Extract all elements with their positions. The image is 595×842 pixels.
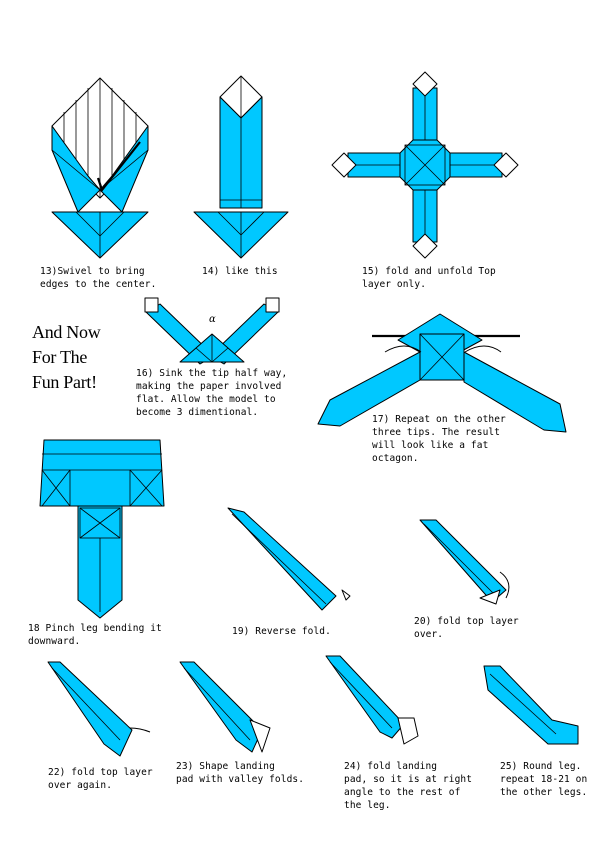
step-24-figure [325,655,419,745]
step-15-figure [331,71,519,259]
step-19-figure [227,507,351,611]
step-15-caption: 15) fold and unfold Top layer only. [362,266,496,290]
step-16-tip-marker: α [209,314,216,325]
step-16-caption: 16) Sink the tip half way, making the pa… [136,368,288,418]
step-17-caption: 17) Repeat on the other three tips. The … [372,414,506,464]
step-23-figure [179,661,271,753]
step-25-caption: 25) Round leg. repeat 18-21 on the other… [500,761,588,798]
step-16-figure [144,297,280,365]
step-18-figure [39,439,165,619]
step-23-caption: 23) Shape landing pad with valley folds. [176,761,305,785]
section-headline: And Now For The Fun Part! [32,322,101,392]
step-20-caption: 20) fold top layer over. [414,616,519,640]
step-13-caption: 13)Swivel to bring edges to the center. [40,266,157,290]
step-14-caption: 14) like this [202,266,278,277]
step-14-figure [193,75,289,259]
step-22-figure [47,661,151,757]
step-13-figure [51,77,149,259]
step-22-caption: 22) fold top layer over again. [48,767,153,791]
step-24-caption: 24) fold landing pad, so it is at right … [344,761,473,811]
step-20-figure [419,519,510,605]
step-18-caption: 18 Pinch leg bending it downward. [28,623,162,647]
step-17-figure [317,313,567,433]
step-25-figure [483,665,579,745]
step-19-caption: 19) Reverse fold. [232,626,331,637]
